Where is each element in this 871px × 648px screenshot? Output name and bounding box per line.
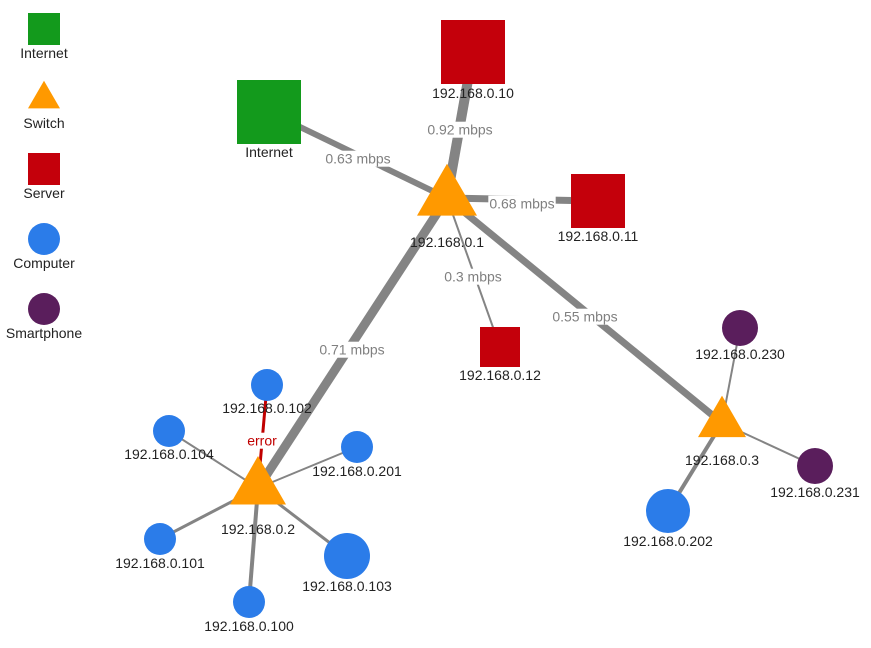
node-label: 192.168.0.230: [695, 346, 785, 362]
legend-item-computer: Computer: [13, 223, 75, 271]
edge-label-bg: [551, 308, 619, 325]
node-label: Internet: [245, 144, 293, 160]
legend-item-internet: Internet: [20, 13, 68, 61]
node-label: 192.168.0.100: [204, 618, 294, 634]
edge-label-bg: [246, 432, 279, 449]
node-srv10[interactable]: 192.168.0.10: [432, 20, 514, 101]
nodes-layer: Internet 192.168.0.1 192.168.0.10 192.168.0…: [115, 20, 860, 634]
node-internet[interactable]: Internet: [237, 80, 301, 160]
computer-icon[interactable]: [153, 415, 185, 447]
internet-icon: [28, 13, 60, 45]
legend-item-server: Server: [23, 153, 65, 201]
edge-label-bg: [324, 150, 392, 167]
edge-label-bg: [426, 121, 494, 138]
smartphone-icon[interactable]: [722, 310, 758, 346]
node-pc201[interactable]: 192.168.0.201: [312, 431, 402, 479]
node-label: 192.168.0.3: [685, 452, 759, 468]
computer-icon[interactable]: [646, 489, 690, 533]
computer-icon[interactable]: [251, 369, 283, 401]
server-icon: [28, 153, 60, 185]
server-icon[interactable]: [480, 327, 520, 367]
node-pc202[interactable]: 192.168.0.202: [623, 489, 713, 549]
edge-label-sw1-srv10: 0.92 mbps: [427, 122, 492, 138]
node-label: 192.168.0.103: [302, 578, 392, 594]
node-sw3[interactable]: 192.168.0.3: [685, 395, 759, 468]
node-label: 192.168.0.202: [623, 533, 713, 549]
switch-icon[interactable]: [417, 163, 477, 216]
node-sw2[interactable]: 192.168.0.2: [221, 455, 295, 537]
edge-sw2-pc104[interactable]: [168, 430, 259, 489]
node-label: 192.168.0.201: [312, 463, 402, 479]
edge-label-sw1-sw3: 0.55 mbps: [552, 309, 617, 325]
node-pc100[interactable]: 192.168.0.100: [204, 586, 294, 634]
legend-label: Smartphone: [6, 325, 82, 341]
node-srv12[interactable]: 192.168.0.12: [459, 327, 541, 383]
legend-item-switch: Switch: [23, 80, 65, 131]
node-pc102[interactable]: 192.168.0.102: [222, 369, 312, 416]
legend-label: Switch: [23, 115, 64, 131]
edge-label-bg: [488, 195, 556, 212]
node-label: 192.168.0.10: [432, 85, 514, 101]
edge-sw2-pc201[interactable]: [257, 446, 358, 489]
computer-icon[interactable]: [341, 431, 373, 463]
node-ph231[interactable]: 192.168.0.231: [770, 448, 860, 500]
node-label: 192.168.0.1: [410, 234, 484, 250]
edge-label-internet-sw1: 0.63 mbps: [325, 151, 390, 167]
edge-labels-layer: 0.63 mbps 0.92 mbps 0.68 mbps 0.3 mbps 0.71 …: [246, 121, 619, 449]
node-sw1[interactable]: 192.168.0.1: [410, 163, 484, 250]
legend-label: Internet: [20, 45, 68, 61]
edge-label-bg: [318, 341, 386, 358]
node-pc103[interactable]: 192.168.0.103: [302, 533, 392, 594]
server-icon[interactable]: [441, 20, 505, 84]
edge-sw2-pc100[interactable]: [247, 487, 260, 603]
node-label: 192.168.0.2: [221, 521, 295, 537]
node-pc101[interactable]: 192.168.0.101: [115, 523, 205, 571]
smartphone-icon[interactable]: [797, 448, 833, 484]
edge-label-sw1-srv11: 0.68 mbps: [489, 196, 554, 212]
legend-label: Server: [23, 185, 65, 201]
node-label: 192.168.0.12: [459, 367, 541, 383]
smartphone-icon: [28, 293, 60, 325]
computer-icon[interactable]: [324, 533, 370, 579]
node-label: 192.168.0.101: [115, 555, 205, 571]
switch-icon[interactable]: [698, 395, 746, 438]
legend-label: Computer: [13, 255, 75, 271]
edge-label-sw2-pc102: error: [247, 433, 277, 449]
node-ph230[interactable]: 192.168.0.230: [695, 310, 785, 362]
internet-icon[interactable]: [237, 80, 301, 144]
edge-label-sw1-srv12: 0.3 mbps: [444, 269, 502, 285]
node-label: 192.168.0.102: [222, 400, 312, 416]
computer-icon: [28, 223, 60, 255]
node-label: 192.168.0.11: [558, 228, 639, 244]
legend-item-smartphone: Smartphone: [6, 293, 82, 341]
switch-icon: [28, 80, 60, 109]
server-icon[interactable]: [571, 174, 625, 228]
computer-icon[interactable]: [144, 523, 176, 555]
node-srv11[interactable]: 192.168.0.11: [558, 174, 639, 244]
edge-label-sw1-sw2: 0.71 mbps: [319, 342, 384, 358]
node-label: 192.168.0.104: [124, 446, 214, 462]
computer-icon[interactable]: [233, 586, 265, 618]
edge-label-bg: [443, 268, 503, 285]
switch-icon[interactable]: [230, 455, 286, 505]
node-label: 192.168.0.231: [770, 484, 860, 500]
node-pc104[interactable]: 192.168.0.104: [124, 415, 214, 462]
